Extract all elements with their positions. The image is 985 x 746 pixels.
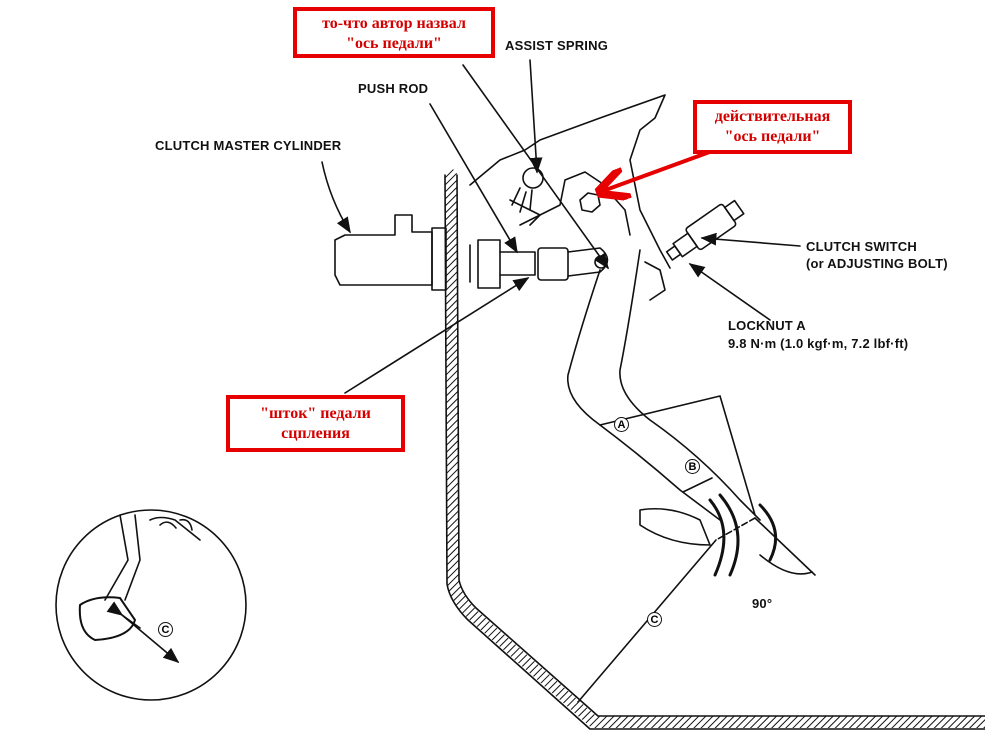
annotation-push-rod: "шток" педали сцпления xyxy=(226,395,405,452)
annotation-line: действительная xyxy=(714,108,831,125)
dimension-b-label: B xyxy=(685,459,700,474)
label-angle: 90° xyxy=(752,596,773,611)
pedal-arm xyxy=(567,269,721,521)
assist-spring xyxy=(522,167,544,189)
pivot-nut xyxy=(579,192,601,213)
label-clutch-switch: CLUTCH SWITCH xyxy=(806,239,917,254)
inset-pedal-pad xyxy=(78,596,136,641)
annotation-line: то-что автор назвал xyxy=(322,15,466,32)
rod-leader xyxy=(344,277,530,394)
master-cylinder xyxy=(334,214,433,286)
annotation-line: "шток" педали xyxy=(260,405,371,422)
label-locknut-torque: 9.8 N·m (1.0 kgf·m, 7.2 lbf·ft) xyxy=(728,336,909,351)
dimension-a xyxy=(599,395,756,516)
dimension-a-label: A xyxy=(614,417,629,432)
inset-dimension-c-label: C xyxy=(158,622,173,637)
real-axis-arrow xyxy=(600,148,716,192)
pedal-bracket xyxy=(469,94,671,269)
annotation-line: сцпления xyxy=(281,425,350,442)
clutch-switch xyxy=(665,199,745,261)
firewall xyxy=(445,169,985,728)
push-rod-clevis xyxy=(537,247,569,281)
angle-arc xyxy=(759,554,813,575)
label-locknut: LOCKNUT A xyxy=(728,318,806,333)
annotation-real-axis: действительная "ось педали" xyxy=(693,100,852,154)
pedal-pad xyxy=(708,493,778,577)
label-push-rod: PUSH ROD xyxy=(358,81,429,96)
annotation-author-axis: то-что автор назвал "ось педали" xyxy=(293,7,495,58)
dimension-c-label: C xyxy=(647,612,662,627)
label-master-cylinder: CLUTCH MASTER CYLINDER xyxy=(155,138,342,153)
annotation-line: "ось педали" xyxy=(346,35,442,52)
dimension-b xyxy=(682,477,713,493)
annotation-line: "ось педали" xyxy=(724,128,821,145)
inset-circle xyxy=(55,509,247,701)
label-clutch-switch-alt: (or ADJUSTING BOLT) xyxy=(806,256,948,271)
author-axis-leader xyxy=(462,64,609,270)
label-assist-spring: ASSIST SPRING xyxy=(505,38,609,53)
